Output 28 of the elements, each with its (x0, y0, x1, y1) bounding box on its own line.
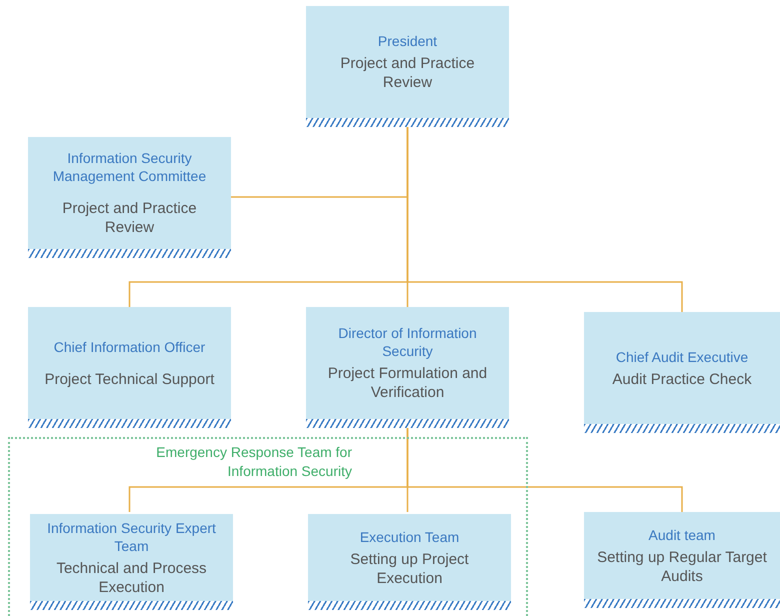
role-title: Execution Team (360, 528, 460, 546)
role-title: Information Security Management Committee (52, 149, 208, 185)
role-duty: Setting up Project Execution (349, 550, 470, 588)
role-duty: Technical and Process Execution (55, 558, 208, 596)
role-box (584, 512, 780, 608)
role-duty: Project Formulation and Verification (326, 364, 488, 402)
group-title: Emergency Response Team for Information Security (155, 443, 352, 481)
role-duty: Project and Practice Review (339, 54, 476, 92)
role-box (584, 312, 780, 433)
role-box (306, 307, 509, 428)
connector-line (406, 127, 683, 312)
role-title: Chief Information Officer (54, 338, 206, 356)
role-box (30, 514, 233, 610)
role-duty: Project Technical Support (44, 370, 214, 388)
role-box (28, 137, 231, 258)
role-box (308, 514, 511, 610)
role-box (28, 307, 231, 428)
role-title: Director of Information Security (337, 324, 478, 360)
role-title: Chief Audit Executive (616, 348, 748, 366)
role-title: President (378, 32, 438, 50)
role-box (306, 6, 509, 127)
role-title: Information Security Expert Team (46, 518, 217, 554)
connector-line (406, 428, 683, 512)
role-duty: Setting up Regular Target Audits (596, 548, 768, 586)
role-title: Audit team (648, 526, 716, 544)
role-duty: Project and Practice Review (61, 199, 198, 237)
dotted-group-frame (8, 437, 528, 616)
role-duty: Audit Practice Check (612, 370, 752, 388)
